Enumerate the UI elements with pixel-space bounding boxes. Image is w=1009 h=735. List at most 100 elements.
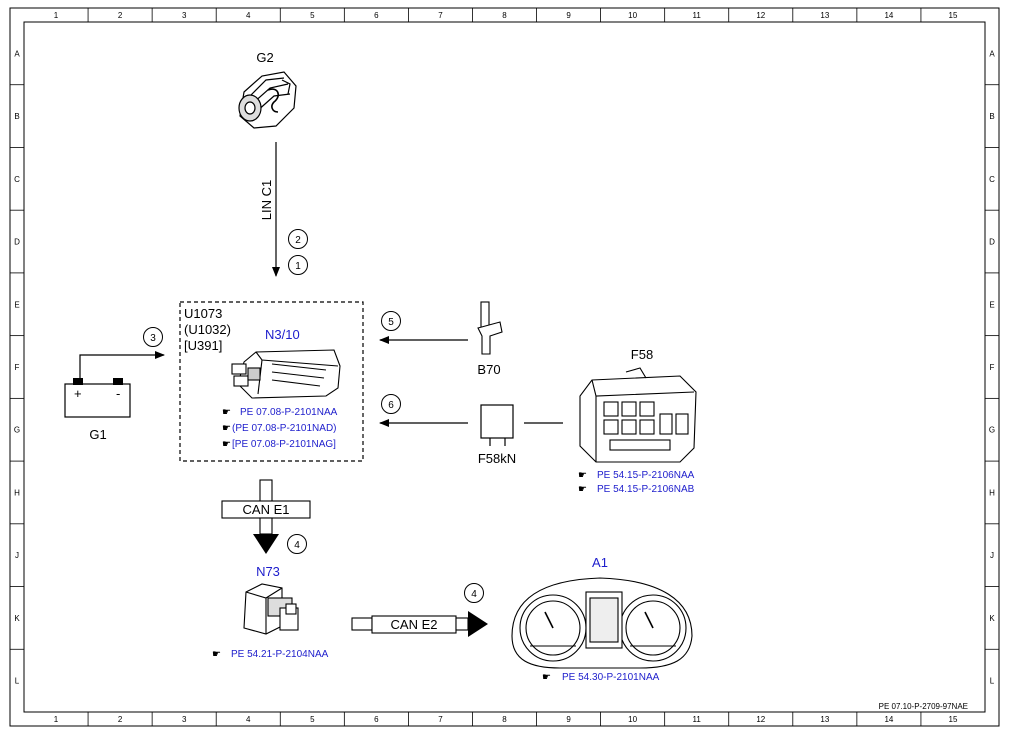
ref-2106naa[interactable]: PE 54.15-P-2106NAA <box>597 470 695 481</box>
grid-column-label: 2 <box>118 715 123 724</box>
battery-supply-line <box>79 351 165 378</box>
relay-icon <box>480 404 514 439</box>
code-u1032: (U1032) <box>184 322 231 337</box>
grid-row-label: G <box>989 426 995 435</box>
grid-column-label: 7 <box>438 11 443 20</box>
label-n73: N73 <box>256 564 280 579</box>
instrument-cluster-icon <box>511 577 693 669</box>
battery-plus-sign: + <box>74 386 82 401</box>
label-f58kn: F58kN <box>478 451 516 466</box>
grid-column-label: 4 <box>246 11 251 20</box>
label-g2: G2 <box>256 50 273 65</box>
grid-column-label: 8 <box>502 715 507 724</box>
signal-1: 1 <box>288 255 308 275</box>
ref-2101nad[interactable]: (PE 07.08-P-2101NAD) <box>232 423 337 434</box>
can-e2-shaft-left <box>351 617 373 631</box>
ignition-switch-n73: N73 ☛ PE 54.21-P-2104NAA <box>212 564 329 660</box>
pointing-hand-icon: ☛ <box>578 484 587 495</box>
can-e2-arrowhead <box>468 611 488 637</box>
instrument-cluster-a1: A1 ☛ PE 54.30-P-2101NAA <box>511 555 693 683</box>
pointing-hand-icon: ☛ <box>542 672 551 683</box>
signal-5-number: 5 <box>388 317 394 328</box>
label-a1: A1 <box>592 555 608 570</box>
grid-column-label: 9 <box>566 715 571 724</box>
grid-row-label: F <box>990 363 995 372</box>
battery-terminal-plus <box>73 378 83 385</box>
grid-column-label: 3 <box>182 715 187 724</box>
grid-row-label: L <box>990 677 995 686</box>
signal-1-number: 1 <box>295 261 301 272</box>
grid-row-label: J <box>15 551 19 560</box>
label-lin-c1: LIN C1 <box>259 180 274 220</box>
ref-2101nag[interactable]: [PE 07.08-P-2101NAG] <box>232 439 336 450</box>
grid-column-label: 13 <box>820 11 829 20</box>
grid-column-label: 14 <box>884 715 893 724</box>
label-can-e1: CAN E1 <box>243 502 290 517</box>
grid-column-label: 11 <box>693 715 702 724</box>
grid-row-label: G <box>14 426 20 435</box>
signal-2-number: 2 <box>295 235 301 246</box>
ref-2106nab[interactable]: PE 54.15-P-2106NAB <box>597 484 695 495</box>
document-id: PE 07.10-P-2709-97NAE <box>879 702 968 711</box>
grid-column-label: 13 <box>820 715 829 724</box>
ref-2104naa[interactable]: PE 54.21-P-2104NAA <box>231 649 329 660</box>
ref-2101naa-cluster[interactable]: PE 54.30-P-2101NAA <box>562 672 660 683</box>
signal-5: 5 <box>381 311 401 331</box>
battery-minus-sign: - <box>116 386 120 401</box>
grid-row-label: B <box>989 112 994 121</box>
control-unit-n3-10: U1073 (U1032) [U391] N3/10 ☛ PE 07.08-P-… <box>179 301 364 462</box>
grid-column-label: 14 <box>884 11 893 20</box>
grid-column-label: 5 <box>310 11 315 20</box>
grid-column-label: 1 <box>54 715 59 724</box>
can-e2-shaft-right <box>455 617 469 631</box>
n3-10-dashed-box <box>179 301 364 462</box>
grid-reference-layer: 1122334455667788991010111112121313141415… <box>10 8 999 726</box>
grid-row-label: K <box>989 614 995 623</box>
label-can-e2: CAN E2 <box>391 617 438 632</box>
can-e1-shaft-top <box>259 479 273 503</box>
can-e1-arrowhead <box>253 534 279 554</box>
label-b70: B70 <box>477 362 500 377</box>
ignition-switch-icon <box>243 583 299 635</box>
grid-row-label: C <box>14 175 20 184</box>
grid-column-label: 10 <box>628 715 637 724</box>
grid-row-label: A <box>989 49 995 58</box>
signal-4-can-e1: 4 <box>287 534 307 554</box>
signal-4-can-e2: 4 <box>464 583 484 603</box>
signal-4-number: 4 <box>471 589 477 600</box>
can-e1-bus: CAN E1 <box>221 479 311 554</box>
label-n3-10: N3/10 <box>265 327 300 342</box>
ecu-icon <box>231 349 341 399</box>
crankshaft-sensor-icon <box>477 301 503 355</box>
grid-row-label: A <box>14 49 20 58</box>
grid-row-label: K <box>14 614 20 623</box>
grid-row-label: J <box>990 551 994 560</box>
pointing-hand-icon: ☛ <box>222 439 231 450</box>
pointing-hand-icon: ☛ <box>222 407 231 418</box>
frame-inner <box>23 21 986 713</box>
signal-6: 6 <box>381 394 401 414</box>
grid-row-label: D <box>989 238 995 247</box>
fuse-box-icon <box>579 367 697 463</box>
grid-row-label: H <box>989 488 995 497</box>
grid-row-label: E <box>14 300 19 309</box>
battery-icon <box>64 383 131 418</box>
label-f58: F58 <box>631 347 653 362</box>
n3-10-references: ☛ PE 07.08-P-2101NAA ☛ (PE 07.08-P-2101N… <box>222 407 338 450</box>
grid-row-label: F <box>15 363 20 372</box>
grid-row-label: L <box>15 677 20 686</box>
grid-row-label: C <box>989 175 995 184</box>
code-u391: [U391] <box>184 338 222 353</box>
fuse-box-f58: F58 ☛ PE 54.15-P-2106NAA ☛ PE 54.15-P-21… <box>578 347 697 495</box>
grid-column-label: 6 <box>374 715 379 724</box>
signal-3: 3 <box>143 327 163 347</box>
grid-column-label: 2 <box>118 11 123 20</box>
can-e1-shaft-bottom <box>259 517 273 535</box>
grid-column-label: 15 <box>949 715 958 724</box>
ref-2101naa[interactable]: PE 07.08-P-2101NAA <box>240 407 338 418</box>
battery-g1: + - G1 <box>64 351 165 442</box>
grid-column-label: 9 <box>566 11 571 20</box>
grid-column-label: 11 <box>693 11 702 20</box>
grid-column-label: 7 <box>438 715 443 724</box>
